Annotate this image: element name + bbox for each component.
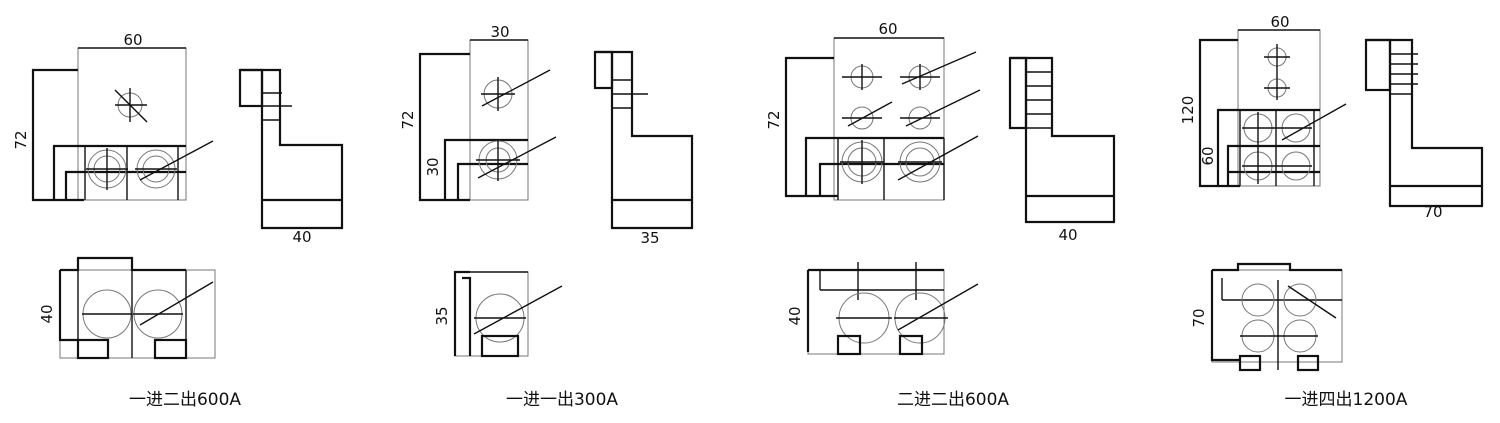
variant-1: 60 72 40 40 一进二出600A	[12, 31, 344, 410]
bottom-view-3: 40	[786, 262, 979, 356]
bottom-view-2: 35	[433, 270, 563, 358]
caption-3: 二进二出600A	[897, 390, 1009, 410]
caption-4: 一进四出1200A	[1285, 390, 1408, 410]
variant-4: 60 120 60 70	[1179, 13, 1484, 410]
dim-lower-height-2: 30	[424, 157, 442, 176]
caption-2: 一进一出300A	[506, 390, 618, 410]
dim-side-width-3: 40	[1058, 226, 1077, 244]
dim-bottom-height-1: 40	[38, 304, 56, 323]
side-view-4: 70	[1364, 38, 1484, 221]
side-view-1: 40	[238, 68, 344, 246]
front-view-2: 30 72 30	[399, 23, 557, 202]
side-view-2: 35	[593, 50, 694, 247]
front-view-1: 60 72	[12, 31, 214, 202]
dim-top-width-3: 60	[878, 20, 897, 38]
dim-side-width-2: 35	[640, 229, 659, 247]
dim-bottom-height-4: 70	[1190, 308, 1208, 327]
bottom-view-1: 40	[38, 256, 216, 360]
bottom-view-4: 70	[1190, 262, 1343, 372]
dim-top-width-1: 60	[123, 31, 142, 49]
dim-lower-height-4: 60	[1199, 146, 1217, 165]
side-view-3: 40	[1008, 56, 1116, 244]
dim-side-width-1: 40	[292, 228, 311, 246]
dim-top-width-4: 60	[1270, 13, 1289, 31]
dim-height-4: 120	[1179, 96, 1197, 125]
front-view-3: 60 72	[765, 20, 981, 201]
front-view-4: 60 120 60	[1179, 13, 1347, 188]
dim-bottom-height-2: 35	[433, 306, 451, 325]
dim-height-2: 72	[399, 110, 417, 129]
dim-height-3: 72	[765, 110, 783, 129]
dim-top-width-2: 30	[490, 23, 509, 41]
variant-2: 30 72 30 35 35 一进一出300A	[399, 23, 694, 410]
dim-side-width-4: 70	[1423, 203, 1442, 221]
variant-3: 60 72 40	[765, 20, 1116, 410]
caption-1: 一进二出600A	[129, 390, 241, 410]
dim-height-1: 72	[12, 130, 30, 149]
dim-bottom-height-3: 40	[786, 306, 804, 325]
